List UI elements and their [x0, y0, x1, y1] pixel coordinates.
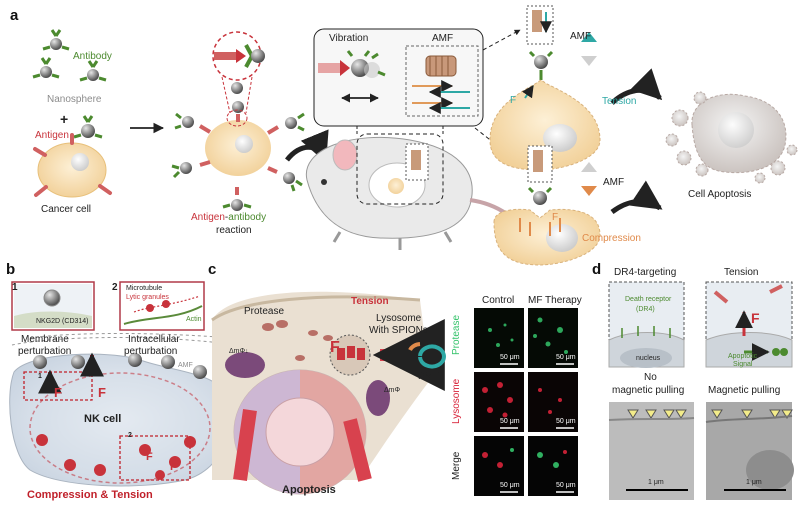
no-pulling-label-2: magnetic pulling: [612, 385, 685, 396]
scalebar-label: 50 μm: [556, 482, 576, 489]
membrane-perturbation-label: Membrane: [21, 334, 69, 345]
force-label-c: F: [330, 339, 340, 356]
actin-label: Actin: [186, 316, 202, 323]
force-right-label: F: [98, 385, 106, 400]
compression-label: Compression: [582, 233, 641, 244]
cell-cutaway-icon: [211, 291, 446, 495]
force-inner1-label: F: [146, 451, 153, 463]
reaction-label-line2: reaction: [216, 225, 252, 236]
lysosome-label-2: With SPIONs: [369, 325, 428, 336]
nk-cell-label: NK cell: [84, 413, 122, 425]
plus-sign: +: [60, 111, 69, 127]
delta-psi-left-label: ΔmΦ↓: [229, 348, 249, 355]
cell-apoptosis-label: Cell Apoptosis: [688, 189, 752, 200]
panel-b-letter: b: [6, 261, 16, 278]
intracellular-perturbation-label: Intracellular: [128, 334, 180, 345]
nucleus-label: nucleus: [636, 355, 661, 362]
force-bottom-label: F: [552, 212, 559, 223]
antibody-icon: [32, 29, 107, 82]
compression-cell-icon: [493, 145, 601, 266]
protease-row-label: Protease: [451, 314, 462, 355]
merge-row-label: Merge: [451, 451, 462, 480]
fluorescence-grid: [474, 308, 578, 496]
nanosphere-icon: [73, 115, 103, 139]
tension-label: Tension: [602, 96, 637, 107]
panel-c-letter: c: [208, 261, 217, 278]
nanosphere-label: Nanosphere: [47, 94, 102, 105]
no-pulling-label: No: [644, 372, 657, 383]
tem-scalebar-label: 1 μm: [746, 479, 762, 486]
panel-d-letter: d: [592, 261, 602, 278]
marker-2: 2: [128, 432, 132, 439]
tension-label-c: Tension: [351, 296, 389, 307]
tension-label-d: Tension: [724, 267, 759, 278]
compression-tension-caption: Compression & Tension: [27, 489, 153, 501]
control-column-header: Control: [482, 295, 515, 306]
amf-bottom-label: AMF: [603, 177, 625, 188]
inset-2-number: 2: [112, 282, 118, 293]
magnetic-pulling-label: Magnetic pulling: [708, 385, 781, 396]
amf-inset-label: AMF: [432, 33, 454, 44]
vibration-label: Vibration: [329, 33, 369, 44]
vibration-amf-inset: [313, 28, 484, 127]
delta-psi-right-label: ΔmΦ: [384, 387, 401, 394]
antibody-label: Antibody: [73, 51, 112, 62]
inset-1-number: 1: [12, 282, 18, 293]
force-inner2-label: F: [170, 461, 177, 473]
death-receptor-label-2: (DR4): [636, 306, 655, 313]
cancer-cell-label: Cancer cell: [41, 204, 92, 215]
scalebar-label: 50 μm: [500, 482, 520, 489]
cancer-cell-icon: [33, 133, 112, 198]
death-receptor-label: Death receptor: [625, 296, 672, 303]
scalebar-label: 50 μm: [500, 354, 520, 361]
force-label-d: F: [751, 310, 760, 326]
intracellular-perturbation-label-2: perturbation: [124, 346, 178, 357]
bound-cell-icon: [171, 82, 305, 211]
apoptotic-cell-icon: [665, 91, 798, 184]
force-left-label: F: [54, 385, 62, 400]
scalebar-label: 50 μm: [500, 418, 520, 425]
scalebar-label: 50 μm: [556, 418, 576, 425]
marker-1: 1: [38, 373, 42, 380]
pmf-label: PMF: [418, 371, 440, 382]
apoptotic-signal-label: Apoptotic: [728, 353, 758, 360]
amf-label-b: AMF: [178, 362, 193, 369]
microtubule-label: Microtubule: [126, 285, 163, 292]
panel-a-letter: a: [10, 7, 19, 24]
apoptosis-label: Apoptosis: [282, 484, 336, 496]
nkg2d-label: NKG2D (CD314): [36, 318, 89, 325]
dr4-targeting-label: DR4-targeting: [614, 267, 677, 278]
mf-therapy-column-header: MF Therapy: [528, 295, 582, 306]
reaction-label: Antigen-antibody: [191, 212, 267, 223]
tem-scalebar-label: 1 μm: [648, 479, 664, 486]
tension-cell-icon: [489, 5, 601, 171]
amf-top-label: AMF: [570, 31, 592, 42]
antigen-label: Antigen: [35, 130, 69, 141]
scalebar-label: 50 μm: [556, 354, 576, 361]
apoptotic-signal-label-2: Signal: [733, 361, 753, 368]
lytic-granules-label: Lytic granules: [126, 294, 169, 301]
protease-label: Protease: [244, 306, 285, 317]
lysosome-label: Lysosome: [376, 313, 422, 324]
membrane-perturbation-label-2: perturbation: [18, 346, 72, 357]
force-top-label: F: [510, 95, 517, 106]
lysosome-row-label: Lysosome: [451, 378, 462, 424]
nk-cell-icon: [9, 352, 233, 487]
